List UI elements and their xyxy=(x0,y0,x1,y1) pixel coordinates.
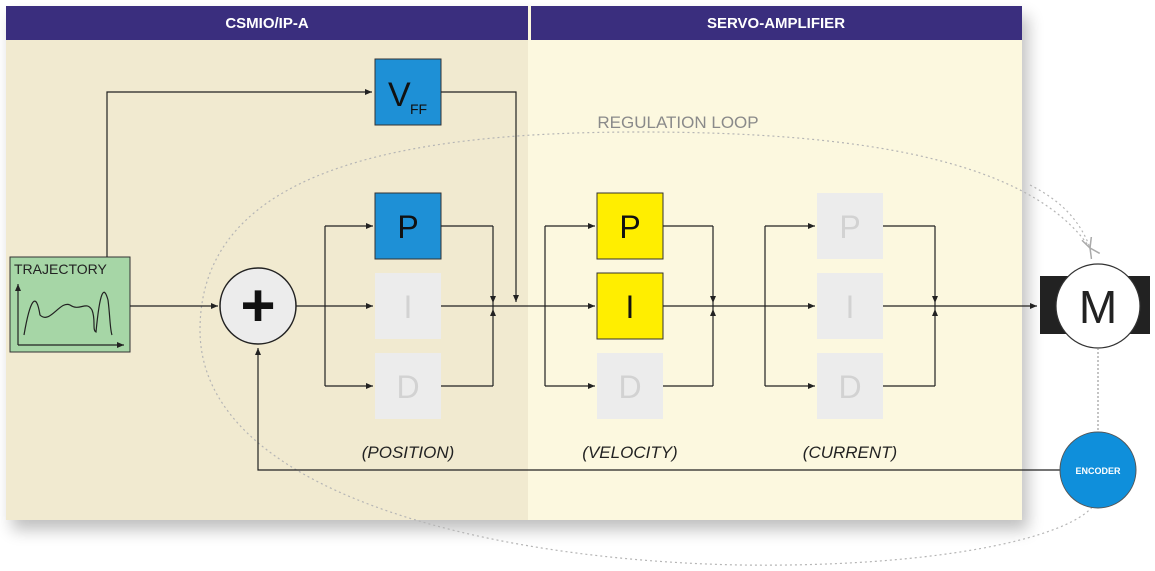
summing-plus: + xyxy=(240,272,275,339)
servo-header-label: SERVO-AMPLIFIER xyxy=(707,15,845,32)
pid-current-d-label: D xyxy=(838,369,861,405)
pid-velocity-d-label: D xyxy=(618,369,641,405)
vff-subscript: FF xyxy=(410,101,427,117)
pid-position-p-label: P xyxy=(397,209,418,245)
pid-current-i-label: I xyxy=(846,289,855,325)
pid-velocity-p-block xyxy=(596,192,664,260)
pid-velocity-caption: (VELOCITY) xyxy=(582,443,677,462)
pid-current-p-block xyxy=(817,193,883,259)
pid-layer: P I D (POSITION) P I D (VELOCITY) P I D (CURRENT) xyxy=(324,192,938,462)
pid-position-d-block xyxy=(375,353,441,419)
pid-current-caption: (CURRENT) xyxy=(803,443,897,462)
vff-block xyxy=(374,58,442,126)
regulation-loop-label: REGULATION LOOP xyxy=(597,113,758,132)
csmio-header-label: CSMIO/IP-A xyxy=(225,15,309,32)
pid-current-p-label: P xyxy=(839,209,860,245)
trajectory-graph-icon xyxy=(15,284,124,348)
encoder-circle xyxy=(1059,431,1137,509)
csmio-header xyxy=(6,6,528,40)
servo-header xyxy=(531,6,1022,40)
pid-velocity-p-label: P xyxy=(619,209,640,245)
pid-position-caption: (POSITION) xyxy=(362,443,455,462)
pid-position-p-block xyxy=(374,192,442,260)
motor-label: M xyxy=(1079,281,1117,333)
pid-group-position: P I D (POSITION) xyxy=(324,192,496,462)
pid-velocity-i-label: I xyxy=(626,289,635,325)
pid-velocity-d-block xyxy=(597,353,663,419)
pid-position-d-label: D xyxy=(396,369,419,405)
encoder-label: ENCODER xyxy=(1075,466,1121,476)
pid-current-d-block xyxy=(817,353,883,419)
pid-group-velocity: P I D (VELOCITY) xyxy=(544,192,716,462)
trajectory-label: TRAJECTORY xyxy=(14,261,107,277)
vff-label: V xyxy=(388,76,411,114)
pid-velocity-i-block xyxy=(596,272,664,340)
servo-panel xyxy=(531,6,1022,520)
pid-position-i-block xyxy=(375,273,441,339)
pid-group-current: P I D (CURRENT) xyxy=(764,193,938,462)
pid-current-i-block xyxy=(817,273,883,339)
pid-position-i-label: I xyxy=(404,289,413,325)
